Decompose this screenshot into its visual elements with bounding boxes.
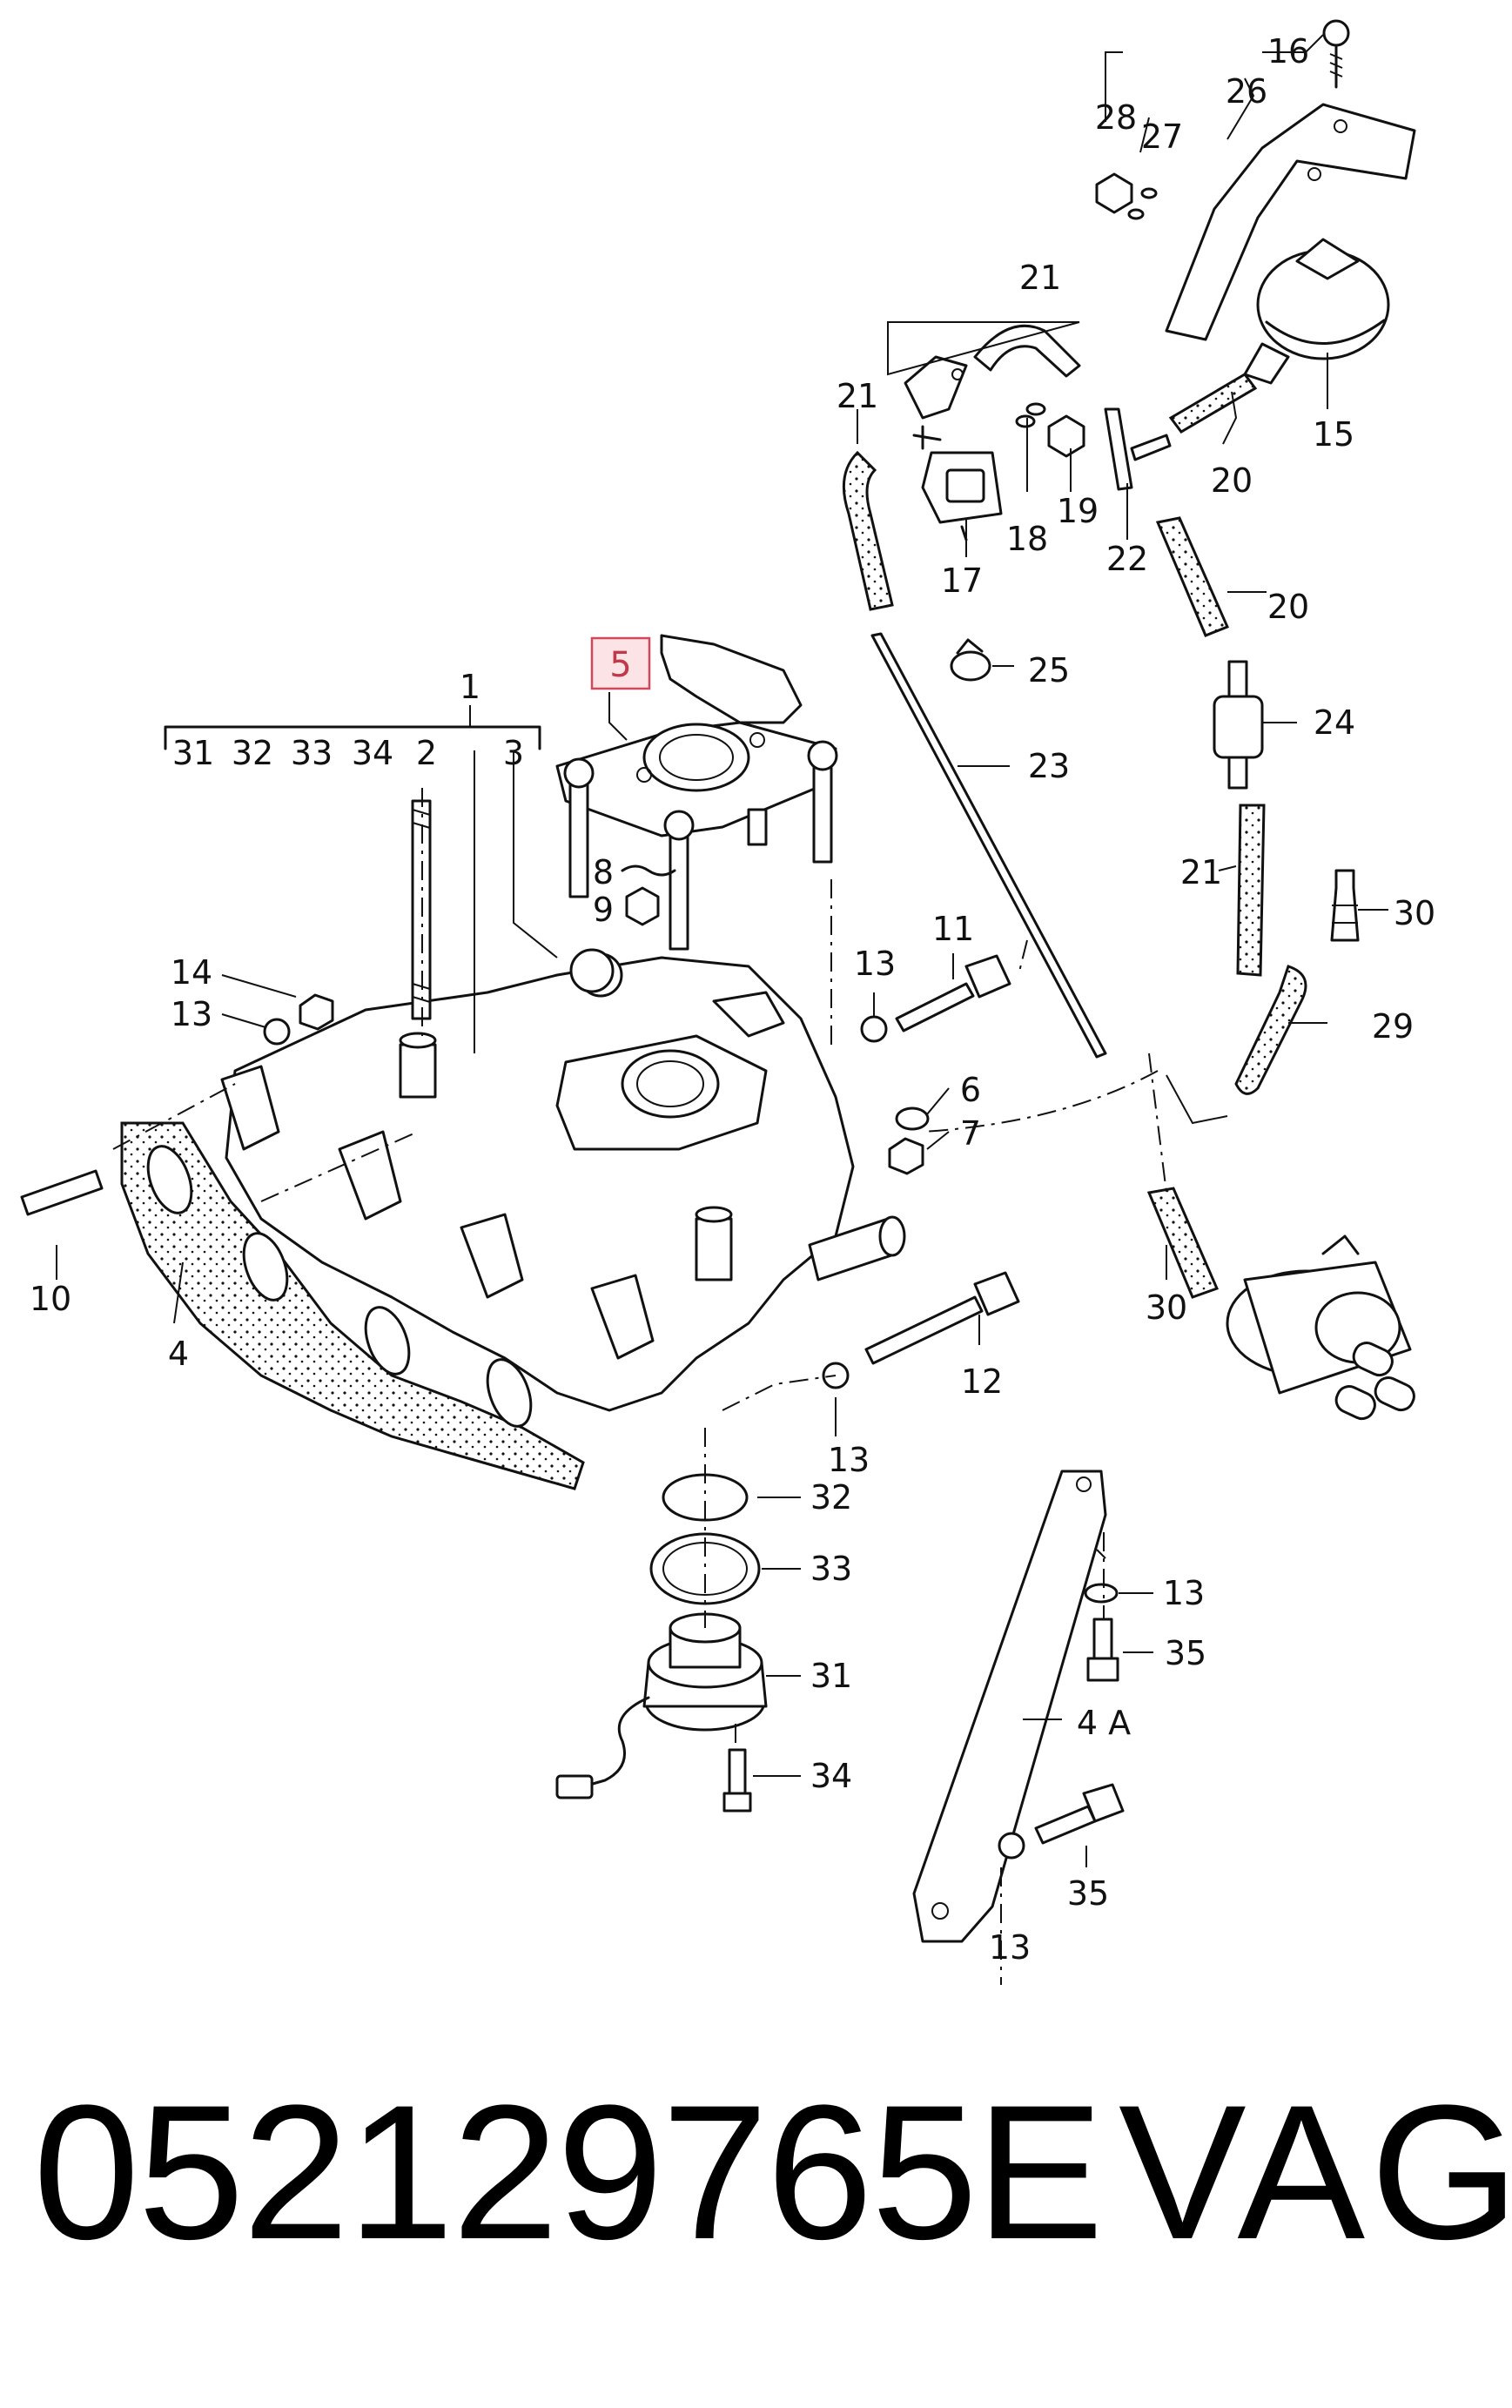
intake-manifold-group [120,952,906,1490]
callout-24[interactable]: 24 [1314,703,1355,742]
sensor-group [555,1473,768,1813]
connector-part-22 [1104,407,1133,491]
callout-4[interactable]: 4 [168,1335,189,1373]
washer-part-13b [860,1015,888,1043]
plug-part-30-top [1330,869,1360,942]
highlight-box-part-5[interactable] [590,636,651,690]
valve-part-17 [904,355,1003,541]
vacuum-reservoir-part-15 [1243,238,1390,385]
hose-part-30-lower [1146,1187,1220,1299]
callout-27[interactable]: 27 [1141,118,1183,156]
callout-18[interactable]: 18 [1006,520,1048,558]
washer-part-8 [621,864,676,877]
callout-13-b[interactable]: 13 [854,945,896,983]
callout-8[interactable]: 8 [593,853,614,891]
callout-10[interactable]: 10 [30,1280,71,1318]
callout-22[interactable]: 22 [1106,540,1148,578]
callout-7[interactable]: 7 [960,1114,981,1153]
callout-28[interactable]: 28 [1095,98,1137,137]
callout-33[interactable]: 33 [810,1550,852,1588]
callout-14[interactable]: 14 [171,953,212,992]
hose-part-29 [1234,965,1307,1095]
bracket-part-26 [1165,103,1416,341]
nut-part-14 [299,993,334,1031]
kit-2[interactable]: 2 [416,734,437,772]
hose-part-20-lower [1155,516,1229,637]
callout-20-upper[interactable]: 20 [1211,461,1253,500]
callout-20-lower[interactable]: 20 [1267,588,1309,626]
callout-11[interactable]: 11 [932,910,974,948]
callout-13-d[interactable]: 13 [1163,1574,1205,1612]
washer-part-13a [263,1018,291,1046]
nut-part-19 [1047,414,1085,458]
callout-17[interactable]: 17 [941,562,983,600]
callout-16[interactable]: 16 [1267,32,1309,71]
vacuum-system-group [842,19,1416,1421]
callout-35-a[interactable]: 35 [1165,1634,1206,1672]
washer-part-13d [1084,1583,1119,1604]
callout-23[interactable]: 23 [1028,747,1070,785]
washer-part-27 [1140,187,1158,199]
part-number-label: 052129765E [33,2065,1104,2279]
callout-13-e[interactable]: 13 [989,1928,1031,1967]
hose-part-20-upper [1168,373,1258,434]
kit-33[interactable]: 33 [291,734,333,772]
callout-9[interactable]: 9 [593,891,614,929]
hose-part-21-mid [1236,804,1266,977]
callout-35-b[interactable]: 35 [1067,1874,1109,1913]
callout-30-lower[interactable]: 30 [1146,1288,1187,1327]
kit-31[interactable]: 31 [172,734,214,772]
callout-6[interactable]: 6 [960,1071,981,1109]
leader-lines [56,34,1388,1985]
hose-part-21-top [973,324,1081,378]
rod-part-23 [870,632,1107,1059]
washer-part-18 [1025,402,1046,416]
kit-34[interactable]: 34 [352,734,393,772]
callout-21-mid[interactable]: 21 [1180,853,1222,891]
bolt-part-11 [895,982,975,1032]
bolt-part-35a [1086,1618,1119,1682]
carb-flange-group [555,634,838,993]
callout-12[interactable]: 12 [961,1362,1003,1401]
callout-labels: 16 28 27 26 21 21 15 20 18 19 22 17 20 2… [30,32,1435,1967]
cap-part-3 [569,948,615,993]
callout-25[interactable]: 25 [1028,651,1070,689]
callout-34[interactable]: 34 [810,1757,852,1795]
clip-part-25 [950,638,991,682]
callout-29[interactable]: 29 [1372,1007,1414,1046]
highlight-label-part-5: 5 [609,645,631,685]
callout-4a[interactable]: 4 A [1077,1704,1131,1742]
kit-bracket [164,725,541,750]
nut-part-7 [888,1137,924,1175]
nut-part-28 [1095,172,1133,214]
check-valve-part-24 [1213,660,1264,790]
kit-3[interactable]: 3 [503,734,524,772]
support-bracket-group [912,1470,1125,1943]
support-bracket-part-4a [912,1470,1107,1943]
callout-13-c[interactable]: 13 [828,1441,870,1479]
distributor-assembly [1226,1234,1415,1421]
callout-1[interactable]: 1 [460,668,480,706]
screw-part-16 [1322,19,1350,89]
callout-31[interactable]: 31 [810,1657,852,1695]
callout-21-left[interactable]: 21 [837,377,878,415]
callout-32[interactable]: 32 [810,1478,852,1517]
callout-21-top[interactable]: 21 [1019,259,1061,297]
brand-label: VAG [1119,2065,1512,2279]
callout-13-a[interactable]: 13 [171,995,212,1033]
callout-19[interactable]: 19 [1057,492,1099,530]
bolt-part-12 [864,1295,984,1365]
nut-part-9 [625,886,660,926]
callout-15[interactable]: 15 [1313,415,1354,454]
bolt-part-34 [722,1748,752,1813]
bolt-part-35b [1034,1783,1125,1845]
washer-part-13e [998,1832,1025,1860]
hose-part-21-left [842,450,894,611]
stud-part-10 [20,1169,104,1216]
callout-26[interactable]: 26 [1226,72,1267,111]
callout-30-top[interactable]: 30 [1394,894,1435,932]
washer-part-6 [895,1106,930,1131]
kit-32[interactable]: 32 [232,734,273,772]
